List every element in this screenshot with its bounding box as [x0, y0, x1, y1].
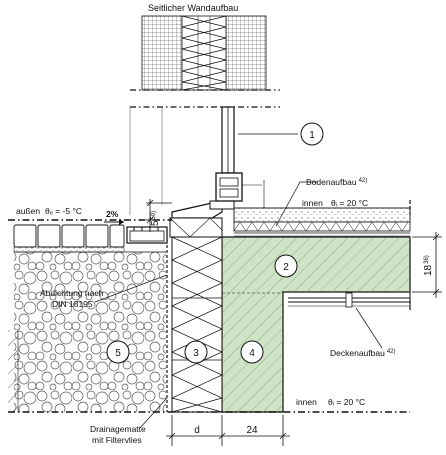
dimension-bottom — [166, 415, 290, 446]
door-frame — [215, 106, 265, 208]
callout-5-label: 5 — [115, 348, 121, 359]
wall-insulation — [170, 236, 224, 413]
callout-2 — [274, 254, 298, 278]
dimension-sill — [146, 199, 172, 232]
earth-hatch — [8, 330, 19, 412]
dimension-5-value: 5 — [150, 220, 161, 226]
gravel-fill — [14, 251, 166, 412]
paving-stones — [13, 224, 125, 253]
dimension-18-footnote: 36) — [424, 255, 430, 264]
floor-buildup — [233, 207, 411, 237]
innen-bottom-temp: θᵢ = 20 °C — [328, 397, 365, 407]
dimension-d: d — [194, 425, 200, 436]
callout-5 — [106, 340, 130, 364]
innen-bottom-label: innen — [296, 397, 317, 407]
leader-lines — [94, 133, 383, 429]
side-wall-buildup — [130, 15, 280, 108]
drainage-label-line2: mit Filtervlies — [92, 435, 142, 445]
concrete-slab — [221, 236, 411, 413]
dimension-18-value: 18 — [423, 264, 434, 276]
aussen-label: außen — [16, 206, 40, 216]
callout-1-label: 1 — [309, 130, 315, 141]
drainage-channel — [126, 226, 168, 244]
dimension-24: 24 — [246, 425, 258, 436]
abdichtung-label-line1: Abdichtung nach — [40, 288, 104, 298]
dimension-18: 1836) — [423, 255, 434, 276]
deckenaufbau-footnote: 42) — [387, 349, 396, 355]
dimension-right — [412, 232, 442, 298]
drainage-label-line1: Drainagematte — [90, 424, 146, 434]
dimension-5-footnote: 50) — [151, 211, 157, 220]
section-cut-lines — [8, 107, 411, 413]
callout-1 — [300, 122, 324, 146]
callout-3 — [184, 340, 208, 364]
slope-arrow — [104, 219, 124, 225]
slope-label: 2% — [106, 209, 119, 219]
abdichtung-label-line2: DIN 18195 — [52, 299, 93, 309]
door-threshold — [169, 200, 235, 238]
innen-top-temp: θᵢ = 20 °C — [331, 198, 368, 208]
bodenaufbau-footnote: 42) — [359, 178, 368, 184]
callout-2-label: 2 — [283, 262, 289, 273]
drawing-title: Seitlicher Wandaufbau — [148, 3, 238, 13]
callout-4-label: 4 — [249, 348, 255, 359]
bodenaufbau-text: Bodenaufbau — [306, 177, 357, 187]
innen-top-label: innen — [302, 198, 323, 208]
dimension-5: 550) — [150, 211, 161, 226]
callout-4 — [240, 340, 264, 364]
ceiling-buildup — [288, 292, 411, 308]
deckenaufbau-text: Deckenaufbau — [330, 348, 385, 358]
aussen-temp: θₑ = -5 °C — [45, 206, 82, 216]
callout-3-label: 3 — [193, 348, 199, 359]
